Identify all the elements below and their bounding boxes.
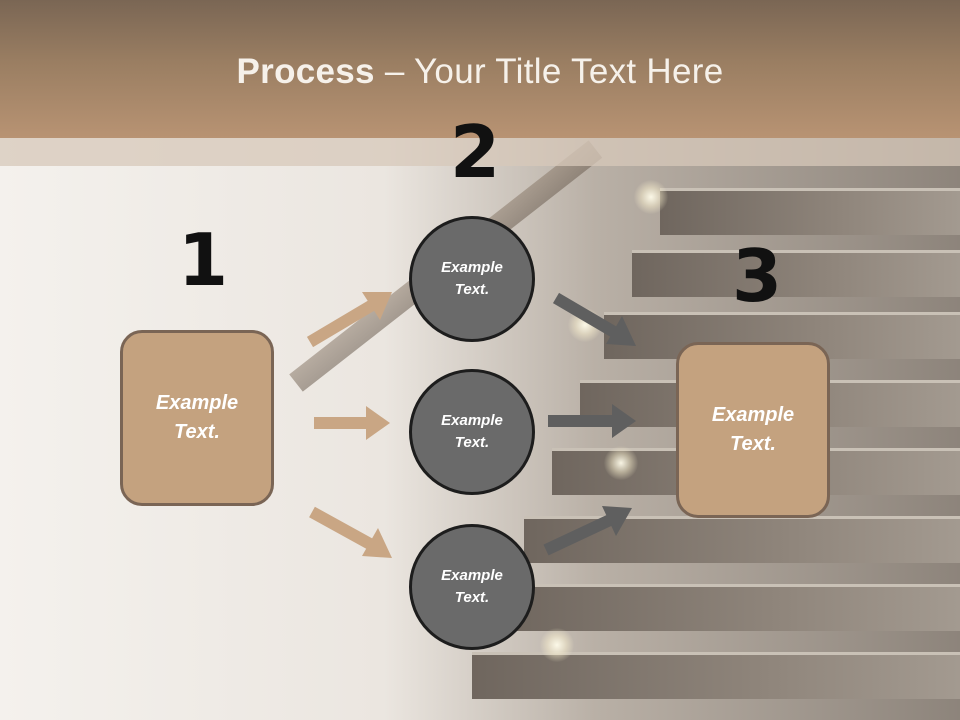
step-2-circle-top[interactable]: Example Text. xyxy=(409,216,535,342)
circle-text: Example Text. xyxy=(441,412,503,451)
stair-light xyxy=(604,446,638,480)
step-3-box[interactable]: Example Text. xyxy=(676,342,830,518)
step-3-text: Example Text. xyxy=(711,404,795,455)
arrow-bottom-to-right xyxy=(543,506,632,556)
title-header xyxy=(0,0,960,138)
step-1-text: Example Text. xyxy=(155,392,239,443)
circle-text: Example Text. xyxy=(441,259,503,298)
title-bold: Process xyxy=(236,52,375,91)
slide-title: Process – Your Title Text Here xyxy=(0,52,960,92)
step-2-circle-bottom[interactable]: Example Text. xyxy=(409,524,535,650)
stair-light xyxy=(540,628,574,662)
circle-text: Example Text. xyxy=(441,567,503,606)
arrow-left-to-middle xyxy=(314,406,390,440)
arrow-left-to-top xyxy=(306,292,392,348)
title-rest: – Your Title Text Here xyxy=(374,52,724,91)
step-number-2: 2 xyxy=(450,110,501,194)
step-1-box[interactable]: Example Text. xyxy=(120,330,274,506)
step-2-circle-middle[interactable]: Example Text. xyxy=(409,369,535,495)
stair-step xyxy=(660,188,960,235)
arrow-left-to-bottom xyxy=(309,506,392,558)
stair-step xyxy=(500,584,960,631)
step-number-3: 3 xyxy=(732,234,783,318)
header-band xyxy=(0,138,960,166)
arrow-top-to-right xyxy=(552,292,636,346)
arrow-middle-to-right xyxy=(548,404,636,438)
stair-light xyxy=(634,180,668,214)
step-number-1: 1 xyxy=(178,218,229,302)
stair-step xyxy=(632,250,960,297)
